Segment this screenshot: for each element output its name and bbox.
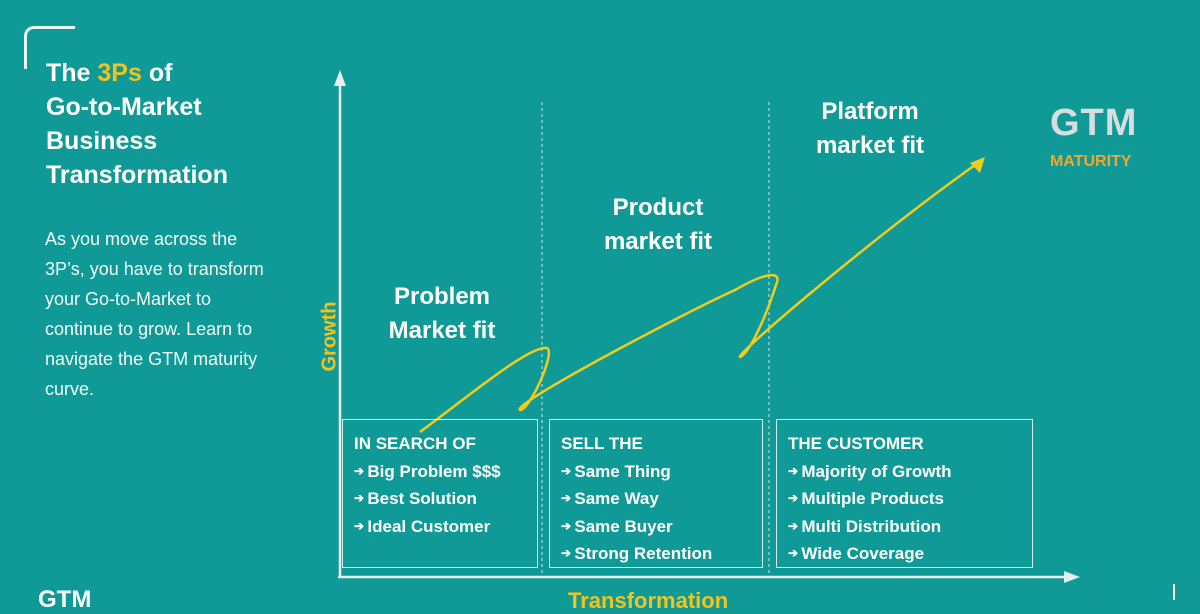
- box-item: Same Thing: [561, 458, 751, 486]
- box-item: Multi Distribution: [788, 513, 1021, 541]
- y-axis-arrowhead: [334, 70, 346, 86]
- phase-line: market fit: [815, 132, 925, 159]
- page-title: The 3Ps of Go-to-Market Business Transfo…: [46, 56, 228, 192]
- gtm-maturity-curve: [419, 163, 976, 434]
- curve-arrowhead: [970, 157, 985, 173]
- title-line: Go-to-Market: [46, 93, 202, 121]
- title-prefix: The: [46, 59, 98, 87]
- box-item: Majority of Growth: [788, 458, 1021, 486]
- title-line: Business: [46, 127, 158, 155]
- x-axis-arrowhead: [1064, 571, 1080, 583]
- box-item: Ideal Customer: [354, 513, 526, 541]
- box-item: Big Problem $$$: [354, 458, 526, 486]
- diagram-graphics: [334, 70, 1175, 600]
- gtm-logo: GTM: [38, 586, 92, 613]
- box-heading: IN SEARCH OF: [354, 434, 476, 453]
- box-item: Strong Retention: [561, 540, 751, 568]
- title-suffix: of: [141, 59, 173, 87]
- title-accent: 3Ps: [97, 59, 142, 87]
- corner-bracket-decoration: [24, 26, 75, 69]
- phase-line: market fit: [603, 228, 713, 255]
- phase-box-platform: THE CUSTOMER Majority of Growth Multiple…: [776, 419, 1033, 568]
- box-item: Best Solution: [354, 485, 526, 513]
- box-item: Same Buyer: [561, 513, 751, 541]
- box-item: Wide Coverage: [788, 540, 1021, 568]
- x-axis-label: Transformation: [568, 588, 729, 613]
- phase-line: Platform: [821, 98, 919, 125]
- description: As you move across the 3P’s, you have to…: [45, 229, 264, 399]
- maturity-label: MATURITY: [1050, 153, 1132, 170]
- phase-line: Product: [612, 194, 704, 221]
- phase-box-problem: IN SEARCH OF Big Problem $$$ Best Soluti…: [342, 419, 538, 568]
- y-axis-label: Growth: [318, 301, 341, 372]
- phase-label-platform: Platform market fit: [780, 95, 960, 163]
- phase-label-problem: Problem Market fit: [352, 280, 532, 348]
- gtm-label: GTM: [1050, 102, 1138, 144]
- phase-line: Market fit: [388, 317, 496, 344]
- box-heading: THE CUSTOMER: [788, 434, 924, 453]
- box-heading: SELL THE: [561, 434, 643, 453]
- phase-label-product: Product market fit: [568, 191, 748, 259]
- title-line: Transformation: [46, 161, 228, 189]
- phase-box-product: SELL THE Same Thing Same Way Same Buyer …: [549, 419, 763, 568]
- box-item: Multiple Products: [788, 485, 1021, 513]
- box-item: Same Way: [561, 485, 751, 513]
- phase-line: Problem: [393, 283, 491, 310]
